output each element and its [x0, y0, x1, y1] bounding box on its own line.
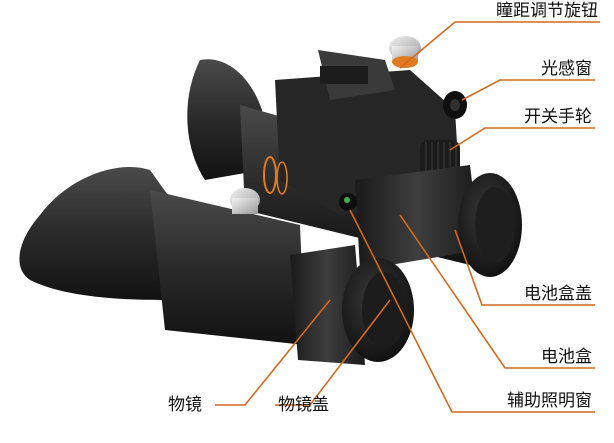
battery-cap-face	[475, 187, 515, 263]
light-sensor-lens	[450, 99, 460, 111]
leader-lines	[215, 21, 600, 413]
label-light-sensor: 光感窗	[541, 59, 592, 79]
leader-battery-cap	[454, 229, 595, 306]
left-eyecup	[19, 167, 175, 300]
leader-battery-box	[399, 214, 595, 369]
ipd-knob-side	[230, 188, 260, 214]
accent-ring-2	[276, 161, 288, 195]
label-objective: 物镜	[168, 395, 202, 415]
callout-labels: 瞳距调节旋钮 光感窗 开关手轮 电池盒盖 电池盒 辅助照明窗 物镜盖 物镜	[168, 1, 598, 415]
leader-ipd-knob	[399, 21, 600, 69]
label-ipd-knob: 瞳距调节旋钮	[496, 1, 598, 21]
left-tube	[150, 190, 305, 345]
accent-ring	[263, 156, 277, 194]
label-battery-cap: 电池盒盖	[524, 284, 592, 304]
label-aux-light: 辅助照明窗	[507, 391, 592, 411]
aux-light-glint	[344, 197, 350, 203]
leader-objective	[215, 299, 331, 406]
objective-barrel	[290, 245, 365, 365]
mount-tab	[320, 66, 368, 84]
leader-light-sensor	[461, 79, 595, 101]
leader-aux-light	[349, 209, 595, 413]
device-illustration	[19, 36, 522, 365]
leader-lens-cap	[275, 299, 391, 406]
label-battery-box: 电池盒	[541, 347, 592, 367]
battery-box	[355, 165, 480, 270]
lens-cap-face	[362, 272, 406, 348]
leader-switch-wheel	[449, 127, 595, 151]
label-switch-wheel: 开关手轮	[524, 107, 592, 127]
label-lens-cap: 物镜盖	[278, 395, 329, 415]
